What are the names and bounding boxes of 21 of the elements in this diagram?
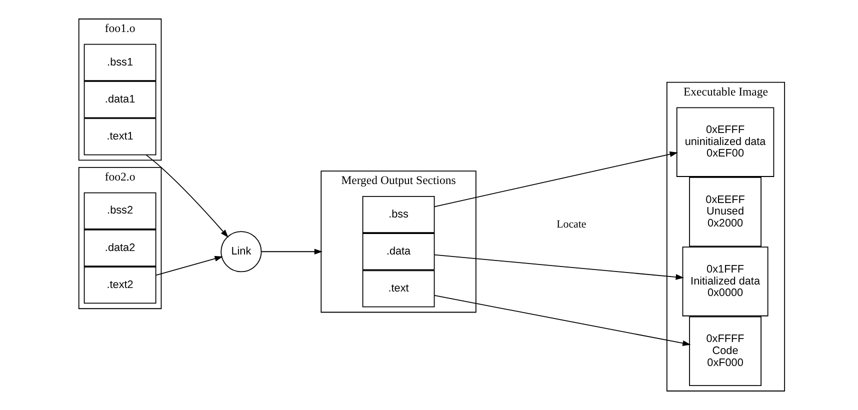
arrow bbox=[434, 151, 678, 208]
arrow bbox=[156, 256, 223, 276]
node-box: .data2 bbox=[84, 229, 156, 267]
node-box: .bss1 bbox=[84, 44, 156, 81]
node-box: 0x1FFF Initialized data 0x0000 bbox=[682, 246, 768, 316]
node-box: .text bbox=[362, 270, 435, 308]
arrow bbox=[146, 154, 228, 238]
arrow bbox=[434, 254, 684, 280]
arrow bbox=[434, 295, 691, 346]
node-box: 0xFFFF Code 0xF000 bbox=[689, 316, 762, 386]
node-box: .text1 bbox=[84, 118, 156, 156]
node-box: .bss bbox=[362, 196, 435, 234]
node-box: 0xEFFF uninitialized data 0xEF00 bbox=[676, 107, 774, 177]
arrow bbox=[261, 248, 323, 254]
node-box: 0xEEFF Unused 0x2000 bbox=[689, 176, 762, 247]
label: Locate bbox=[556, 218, 586, 230]
node-box: .text2 bbox=[84, 266, 156, 304]
node-box: .bss2 bbox=[84, 192, 156, 230]
node-circle: Link bbox=[220, 231, 262, 272]
node-box: .data bbox=[362, 233, 435, 270]
node-box: .data1 bbox=[84, 81, 156, 118]
